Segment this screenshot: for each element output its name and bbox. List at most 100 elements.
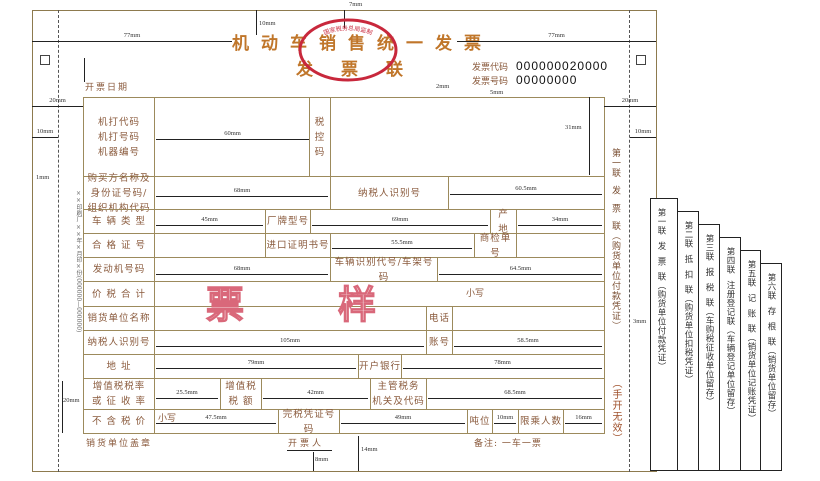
certificate-label: 合 格 证 号: [83, 233, 155, 258]
taxpayer-id-label: 纳税人识别号: [330, 176, 449, 210]
dim-right-margin-line: [604, 106, 656, 107]
invoice-code-label: 发票代码: [472, 63, 509, 73]
corner-box-right: [636, 55, 646, 65]
copy-strip-label: 第一联 发 票 联（购货单位付款凭证）: [610, 148, 620, 332]
inspection-value[interactable]: [516, 233, 605, 258]
watermark-piao: 票: [205, 282, 245, 327]
tax-authority-label: 主管税务 机关及代码: [370, 378, 427, 410]
bank-label: 开户银行: [358, 354, 402, 379]
issuer-underline: [287, 450, 332, 451]
dim-right-inner-text: 10mm: [634, 128, 652, 135]
address-label: 地 址: [83, 354, 155, 379]
dim-seller-tax-line: [156, 346, 424, 347]
watermark-yang: 样: [337, 282, 377, 327]
dim-engine-text: 68mm: [233, 265, 251, 272]
dim-passengers-text: 16mm: [575, 414, 592, 421]
dim-left-margin-line: [32, 106, 83, 107]
dim-vat-text: 42mm: [307, 389, 324, 396]
dim-cert-line: [341, 423, 465, 424]
dim-issuer-8mm-line: [313, 452, 314, 471]
vat-rate-label: 增值税税率 或 征 收 率: [83, 378, 155, 410]
tonnage-label: 吨位: [467, 409, 493, 434]
dim-brand-line: [312, 225, 488, 226]
dim-top-right-text: 77mm: [548, 32, 565, 39]
dim-right-3mm-text: 3mm: [633, 318, 647, 325]
dim-tonnage-text: 10mm: [496, 414, 514, 421]
dim-buyer-text: 68mm: [233, 187, 251, 194]
dim-stamp-top-text: 7mm: [349, 1, 363, 8]
dim-row1-height-text: 31mm: [565, 124, 582, 131]
dim-code-5mm-text: 5mm: [490, 89, 504, 96]
machine-codes-label: 机打代码 机打号码 机器编号: [83, 97, 155, 177]
phone-value[interactable]: [452, 306, 605, 331]
dim-title-top-line: [256, 10, 257, 35]
dim-top-left-line: [32, 41, 232, 42]
dim-address-text: 79mm: [247, 359, 265, 366]
dim-brand-text: 69mm: [391, 216, 409, 223]
seller-name-label: 销货单位名称: [83, 306, 155, 331]
dim-engine-line: [156, 274, 328, 275]
guide-line-left: [58, 10, 59, 472]
guide-line-right: [629, 10, 630, 472]
dim-authority-line: [428, 398, 602, 399]
dim-rate-line: [156, 398, 218, 399]
issue-date-marker: [84, 58, 85, 82]
dim-right-inner-line: [630, 137, 656, 138]
dim-left-inner-line: [32, 137, 58, 138]
dim-bank-text: 78mm: [494, 359, 511, 366]
invoice-number-label: 发票号码: [472, 77, 509, 87]
vin-label: 车辆识别代号/车架号码: [330, 257, 438, 283]
passenger-value[interactable]: [563, 409, 605, 434]
dim-origin-text: 34mm: [551, 216, 569, 223]
copy-tab-6-label: 第六联 存 根 联（销货单位留存）: [766, 273, 776, 419]
dim-vin-text: 64.5mm: [509, 265, 532, 272]
price-ex-tax-label: 不 含 税 价: [83, 409, 155, 434]
dim-import-text: 55.5mm: [391, 239, 413, 246]
dim-taxpayer-text: 60.5mm: [515, 185, 537, 192]
issuer-label: 开票人: [288, 439, 325, 449]
copy-tab-1-label: 第一联 发 票 联（购货单位付款凭证）: [656, 208, 666, 372]
dim-top-left-text: 77mm: [123, 32, 141, 39]
dim-left-1mm-text: 1mm: [36, 174, 50, 181]
dim-vin-line: [439, 274, 602, 275]
stamp-text: 国家税务总局监制: [323, 24, 374, 37]
printer-note: ××印刷厂 ××年×月印×份(000000—000000): [75, 190, 82, 333]
dim-account-line: [454, 346, 602, 347]
copy-tab-6[interactable]: [760, 263, 782, 471]
dim-title-top-text: 10mm: [259, 20, 276, 27]
taxpayer-id-value[interactable]: [448, 176, 605, 210]
dim-bottom-14mm-text: 14mm: [361, 446, 378, 453]
handwritten-invalid-label: （手开无效）: [610, 378, 621, 444]
dim-buyer-line: [156, 196, 328, 197]
dim-code-2mm-text: 2mm: [436, 83, 450, 90]
copy-tab-5-label: 第五联 记 账 联（销货单位记账凭证）: [746, 260, 756, 424]
dim-row1-width-line: [156, 139, 309, 140]
tax-cert-label: 完税凭证号码: [278, 409, 340, 435]
dim-authority-text: 68.5mm: [504, 389, 526, 396]
issue-date-label: 开票日期: [85, 83, 130, 93]
dim-passengers-line: [565, 423, 602, 424]
invoice-number: 00000000: [516, 73, 578, 87]
dim-row1-width-text: 60mm: [224, 130, 241, 137]
dim-address-line: [156, 368, 356, 369]
brand-model-label: 厂牌型号: [265, 209, 311, 234]
copy-tab-3-label: 第三联 报 税 联（车购税征收单位留存）: [704, 234, 714, 407]
engine-label: 发动机号码: [83, 257, 155, 282]
tax-control-value[interactable]: [330, 97, 605, 177]
dim-seller-tax-text: 105mm: [280, 337, 300, 344]
certificate-value[interactable]: [154, 233, 266, 258]
dim-row1-height-line: [589, 97, 590, 175]
dim-origin-line: [518, 225, 602, 226]
dim-issuer-8mm-text: 8mm: [315, 456, 329, 463]
inspection-label: 商检单号: [474, 233, 517, 259]
dim-account-text: 58.5mm: [517, 337, 539, 344]
price-lowercase-label: 小写: [158, 414, 177, 424]
copy-tab-2-label: 第二联 抵 扣 联（购货单位扣税凭证）: [683, 221, 693, 385]
dim-bank-line: [403, 368, 602, 369]
seller-seal-label: 销货单位盖章: [86, 439, 153, 449]
official-stamp: 国家税务总局监制: [298, 18, 398, 82]
tax-control-label: 税 控 码: [309, 97, 331, 177]
invoice-title: 机动车销售统一发票: [232, 34, 493, 54]
dim-left-inner-text: 10mm: [36, 128, 54, 135]
dim-price-text: 47.5mm: [205, 414, 227, 421]
